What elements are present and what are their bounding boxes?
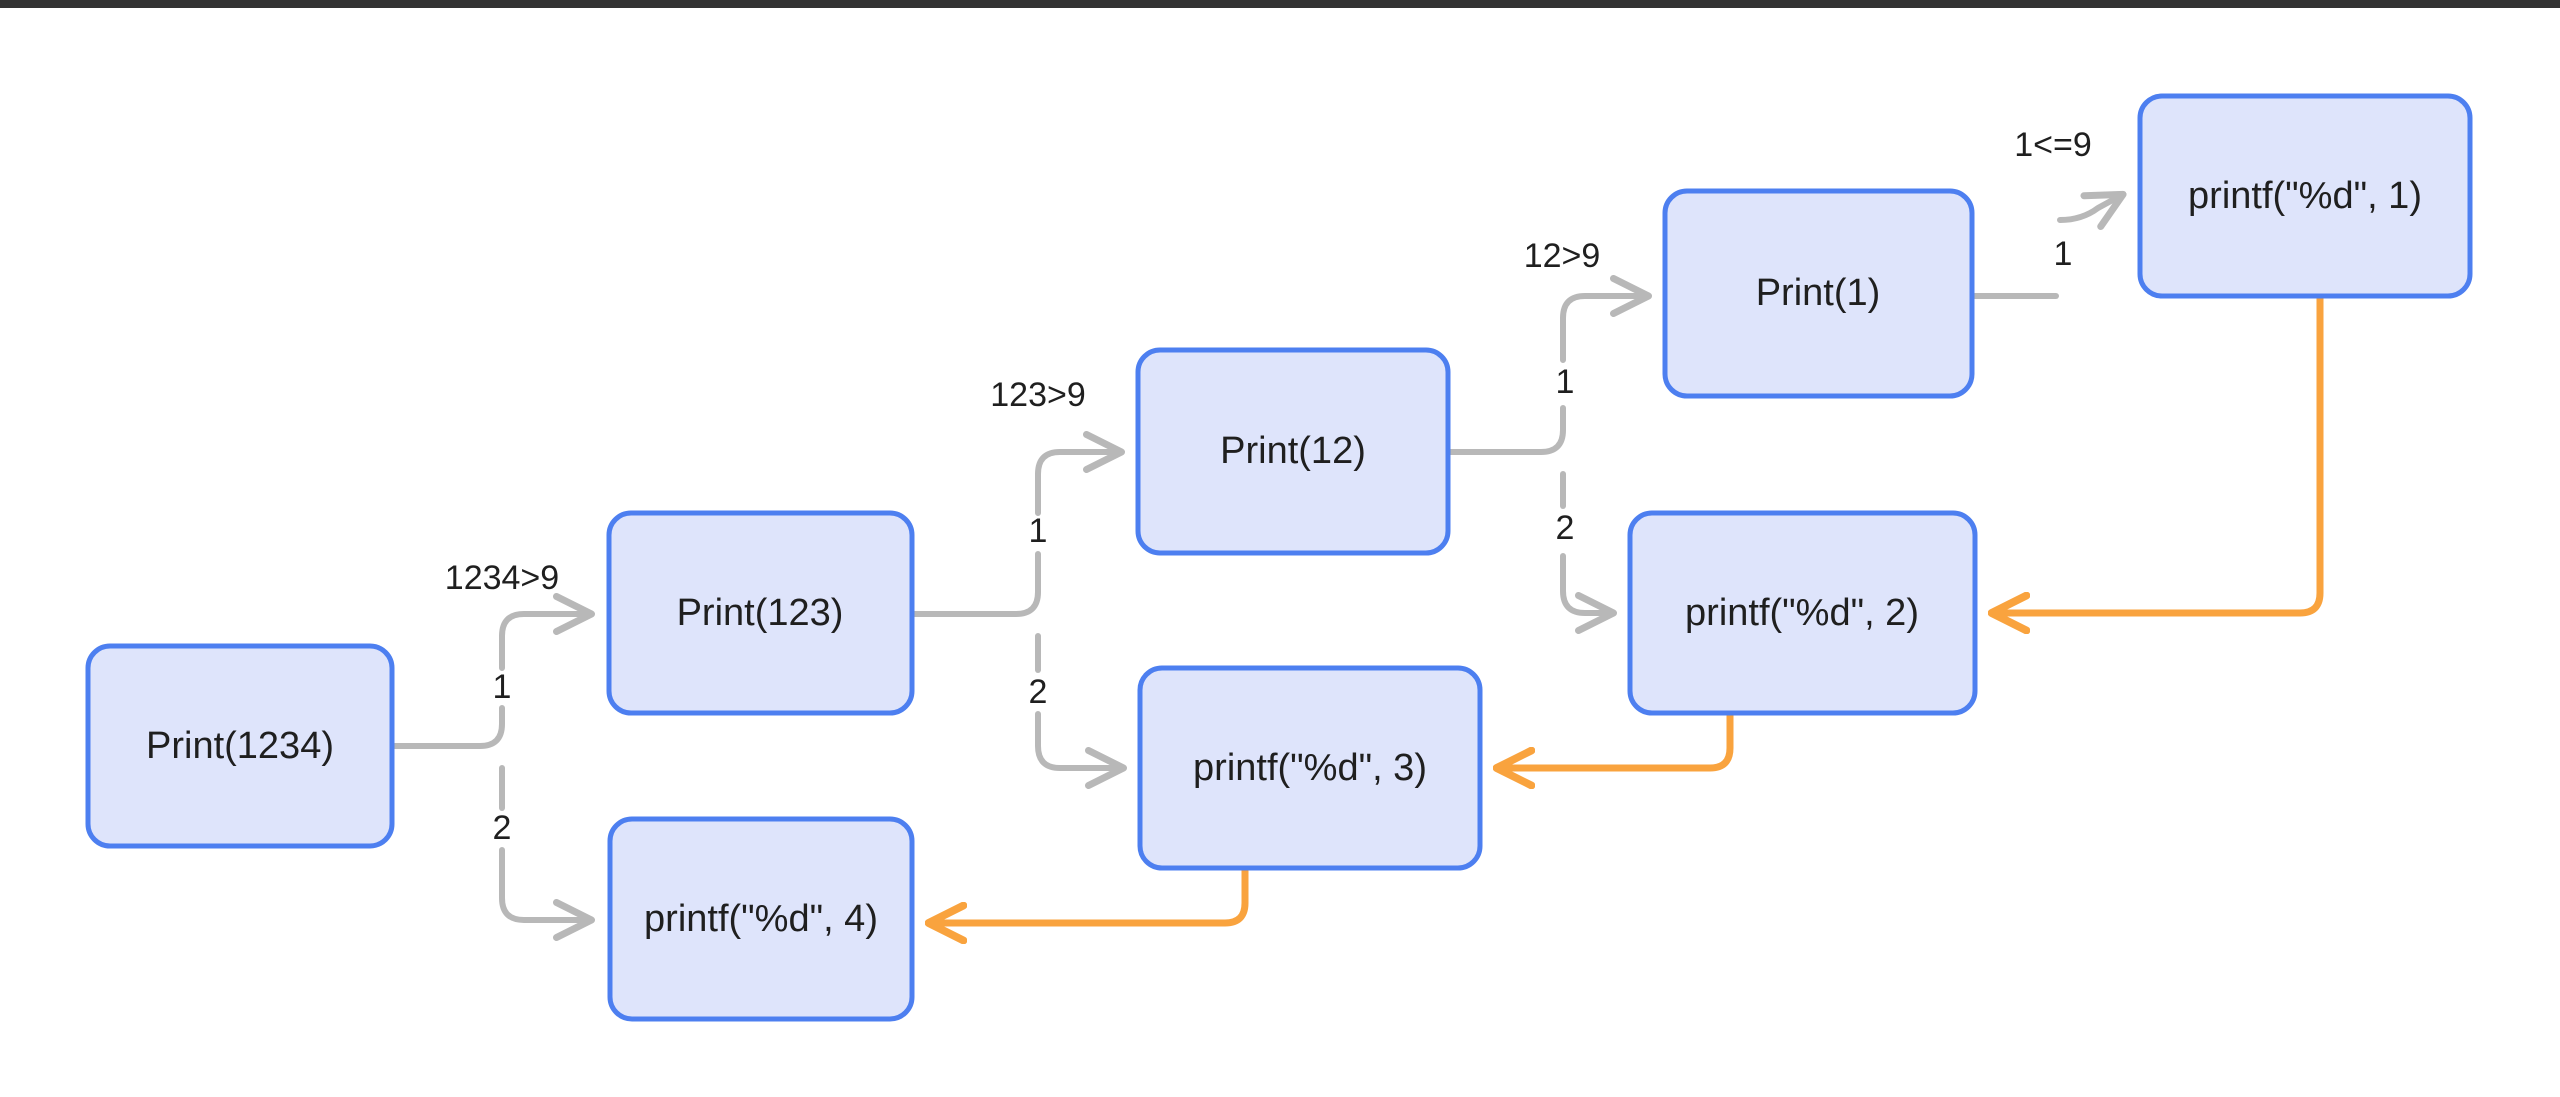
node-print1[interactable]: Print(1) <box>1662 188 1975 399</box>
node-rect-print12[interactable] <box>1135 347 1451 556</box>
node-rect-printf4[interactable] <box>607 816 915 1022</box>
diagram-canvas: 1234>9 1 2 123>9 1 2 12>9 1 2 1<=9 1 Pri… <box>0 8 2560 1097</box>
edge-label-12gt9: 12>9 <box>1524 237 1601 275</box>
return-edge-printf2-to-printf3 <box>1500 709 1734 768</box>
call-edge-print12-to-print1 <box>1560 275 1652 363</box>
edge-label-branch-2-c: 2 <box>1556 509 1575 547</box>
node-print1234[interactable]: Print(1234) <box>85 643 395 849</box>
node-label-printf1: printf("%d", 1) <box>2188 175 2422 217</box>
call-edge-print123-trunk <box>909 551 1041 617</box>
edge-label-branch-1-d: 1 <box>2054 235 2073 273</box>
edge-label-123gt9: 123>9 <box>990 376 1086 414</box>
node-rect-printf3[interactable] <box>1137 665 1483 871</box>
call-edge-print12-trunk <box>1445 405 1566 455</box>
node-label-print12: Print(12) <box>1220 430 1366 472</box>
edge-label-1234gt9: 1234>9 <box>445 559 559 597</box>
node-label-print1234: Print(1234) <box>146 725 334 767</box>
return-edge-printf1-to-printf2 <box>1995 292 2324 613</box>
node-rect-printf2[interactable] <box>1627 510 1978 716</box>
call-edge-print123-to-printf3 <box>1035 711 1127 789</box>
call-edge-print12-to-printf2 <box>1560 553 1617 634</box>
return-edge-printf3-to-printf4 <box>932 864 1249 923</box>
node-rect-print1[interactable] <box>1662 188 1975 399</box>
node-label-print1: Print(1) <box>1756 272 1881 314</box>
node-printf1[interactable]: printf("%d", 1) <box>2137 93 2473 299</box>
recursion-tree-svg: 1234>9 1 2 123>9 1 2 12>9 1 2 1<=9 1 Pri… <box>85 93 2473 1022</box>
node-label-printf4: printf("%d", 4) <box>644 898 878 940</box>
edge-label-branch-1-c: 1 <box>1556 363 1575 401</box>
edge-label-branch-1-a: 1 <box>493 668 512 706</box>
node-rect-printf1[interactable] <box>2137 93 2473 299</box>
call-edge-print1234-to-printf4 <box>499 847 595 941</box>
node-label-printf2: printf("%d", 2) <box>1685 592 1919 634</box>
return-edges-group <box>932 292 2324 923</box>
call-edge-print1-to-printf1 <box>2057 190 2127 230</box>
node-printf4[interactable]: printf("%d", 4) <box>607 816 915 1022</box>
node-printf3[interactable]: printf("%d", 3) <box>1137 665 1483 871</box>
edge-label-1le9: 1<=9 <box>2014 126 2092 164</box>
node-print12[interactable]: Print(12) <box>1135 347 1451 556</box>
node-rect-print123[interactable] <box>606 510 915 716</box>
edge-label-branch-2-b: 2 <box>1029 673 1048 711</box>
call-edges-group <box>389 190 2127 941</box>
call-edge-print1234-trunk <box>389 705 505 749</box>
node-printf2[interactable]: printf("%d", 2) <box>1627 510 1978 716</box>
node-label-printf3: printf("%d", 3) <box>1193 747 1427 789</box>
node-rect-print1234[interactable] <box>85 643 395 849</box>
call-edge-print123-to-print12 <box>1035 431 1125 516</box>
node-label-print123: Print(123) <box>677 592 844 634</box>
node-print123[interactable]: Print(123) <box>606 510 915 716</box>
window-chrome-strip <box>0 0 2560 8</box>
edge-label-branch-1-b: 1 <box>1029 512 1048 550</box>
edge-label-branch-2-a: 2 <box>493 809 512 847</box>
call-edge-print1234-to-print123 <box>499 593 595 671</box>
edge-labels-group: 1234>9 1 2 123>9 1 2 12>9 1 2 1<=9 1 <box>445 126 2092 847</box>
nodes-group: Print(1234) Print(123) printf("%d", 4) P… <box>85 93 2473 1022</box>
